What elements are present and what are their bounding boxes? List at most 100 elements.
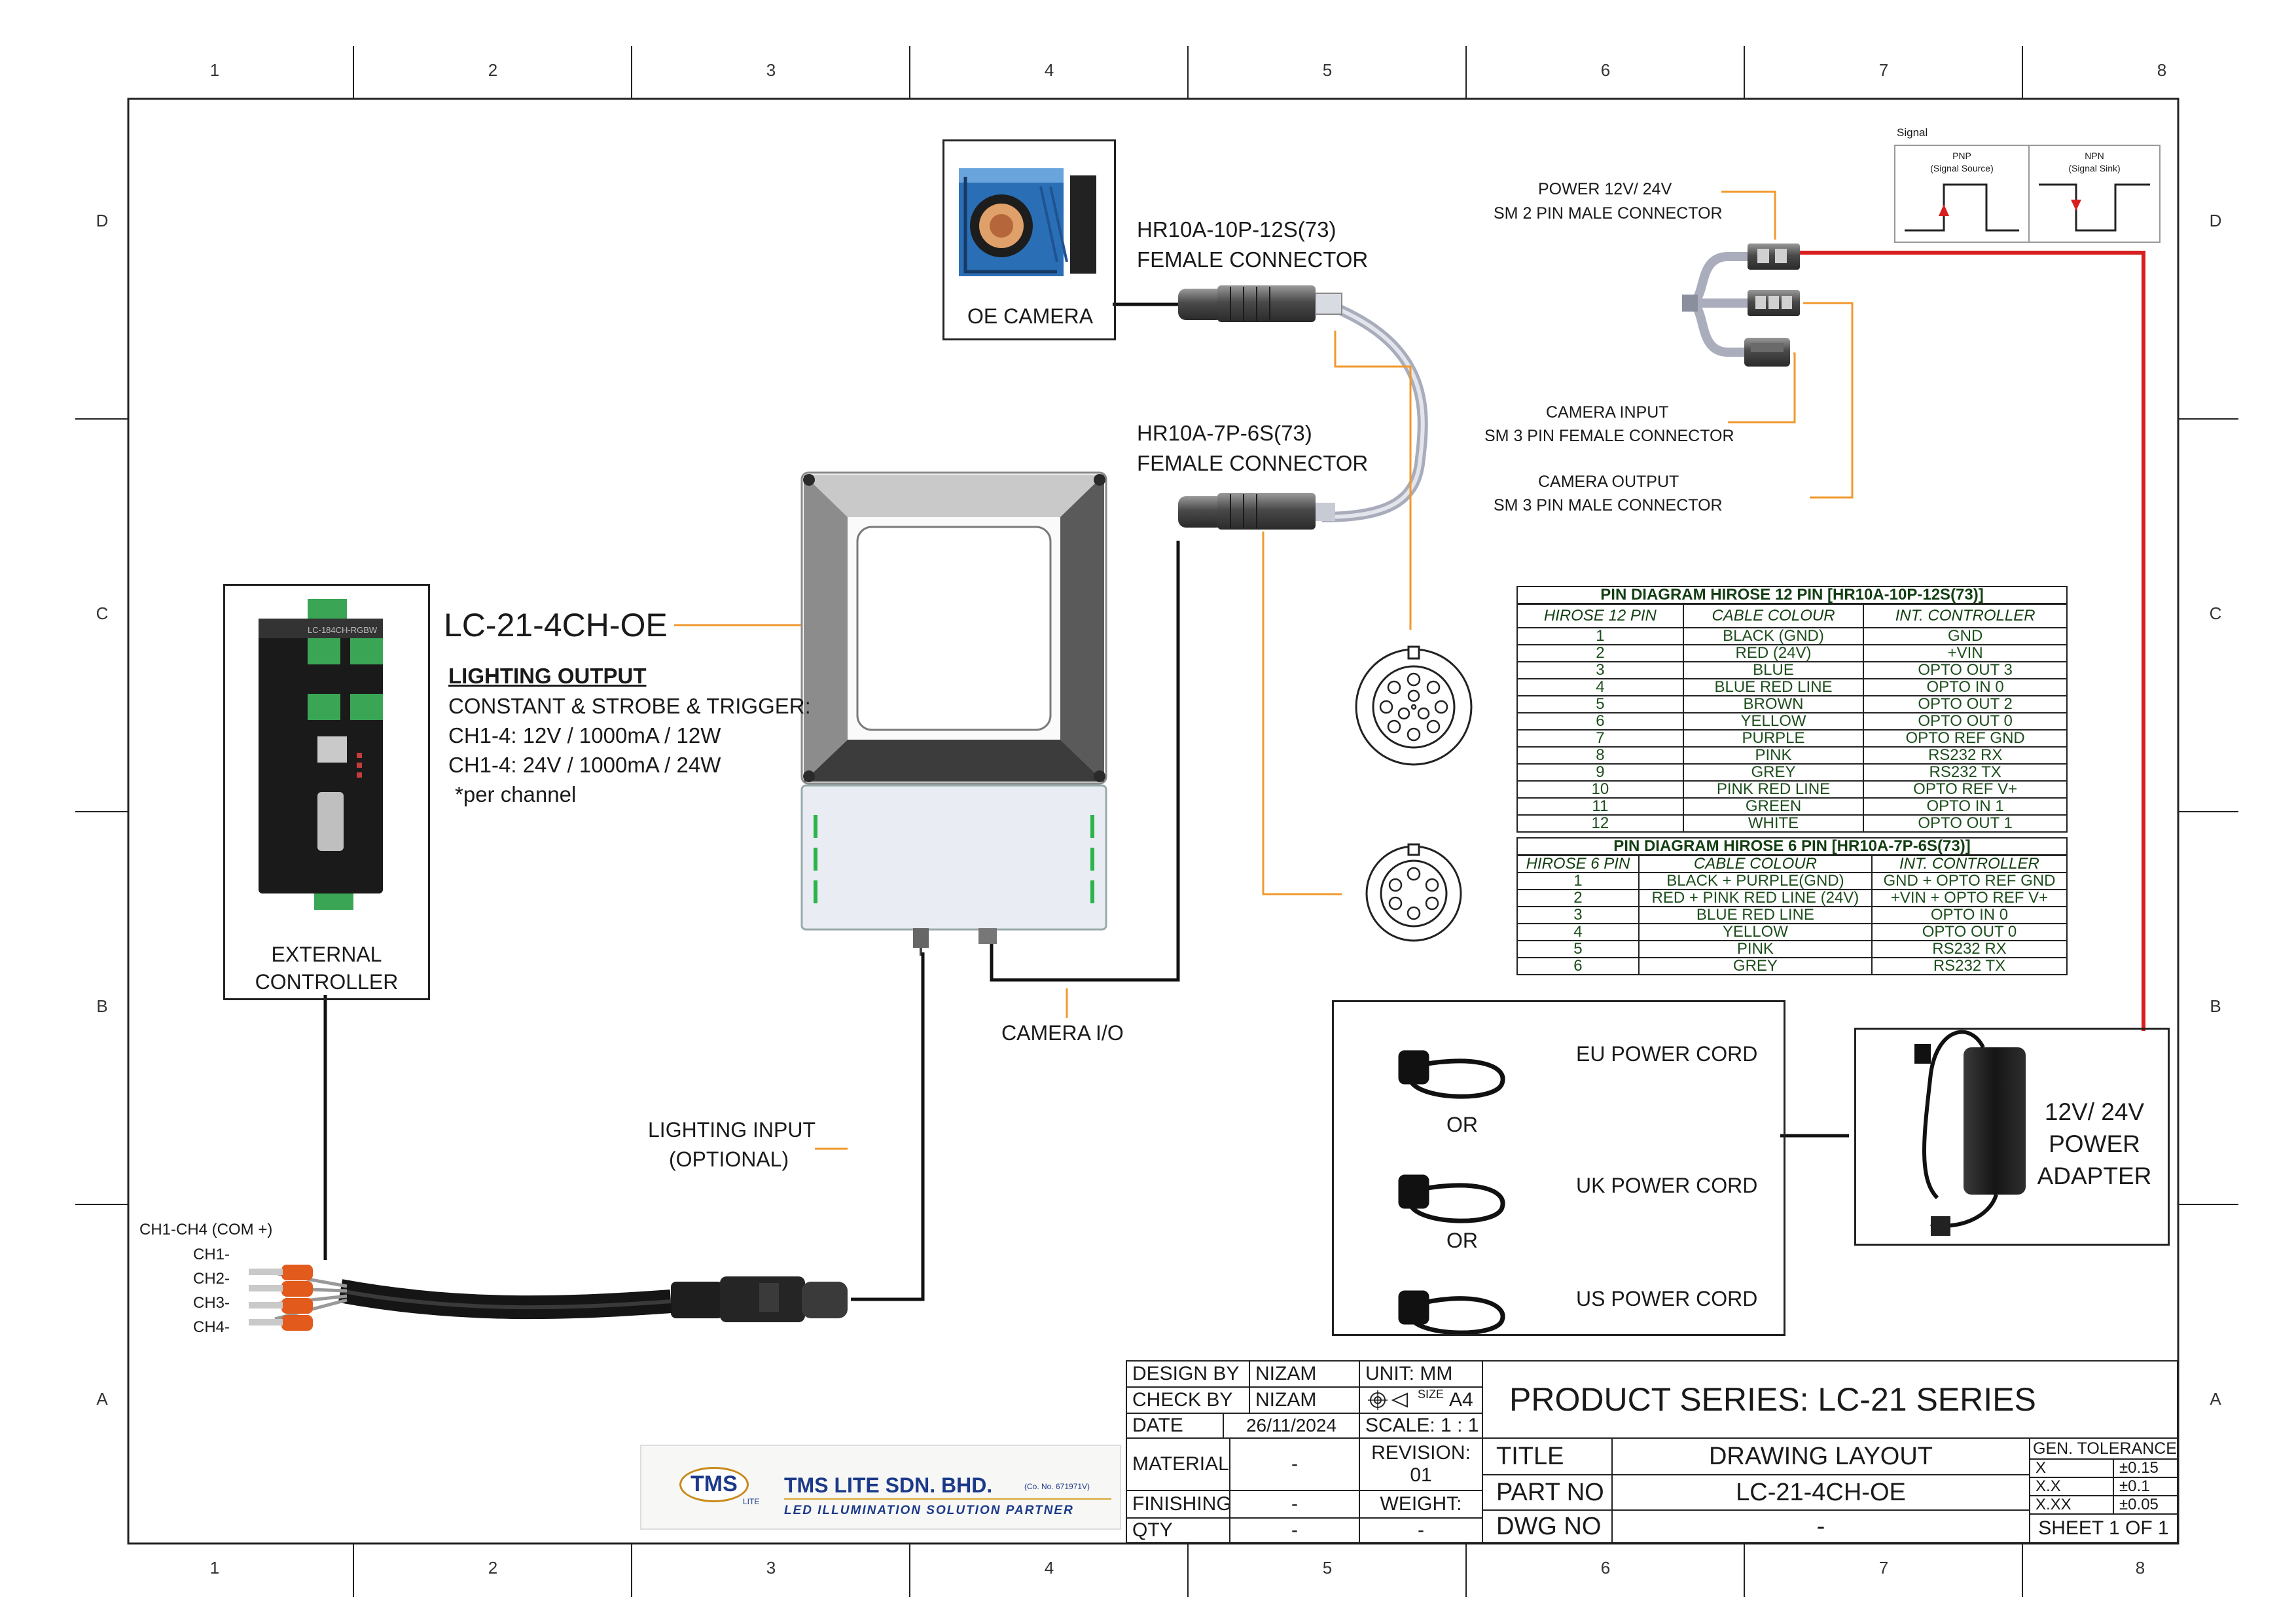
tolerance-x-label: X (2029, 1458, 2114, 1478)
zone-col-5-bottom: 5 (1322, 1558, 1333, 1578)
signal-npn-label: NPN (2085, 151, 2104, 161)
pin12-header-pin: HIROSE 12 PIN (1516, 603, 1684, 628)
pin12-controller-cell: OPTO OUT 3 (1863, 661, 2068, 679)
finishing-value: - (1229, 1490, 1360, 1519)
pin6-colour-cell: YELLOW (1638, 923, 1873, 941)
channel-1-label: CH1- (193, 1246, 230, 1263)
pin12-colour-cell: WHITE (1682, 814, 1865, 833)
zone-col-4: 4 (1044, 60, 1054, 80)
material-value: - (1229, 1437, 1360, 1491)
revision-value: 01 (1410, 1464, 1432, 1486)
pin6-colour-cell: BLUE RED LINE (1638, 906, 1873, 924)
tolerance-xx-value: ±0.1 (2113, 1477, 2178, 1496)
material-label: MATERIAL (1126, 1437, 1230, 1491)
pin12-controller-cell: OPTO REF V+ (1863, 780, 2068, 799)
zone-row-b: B (96, 996, 108, 1016)
zone-col-7-bottom: 7 (1878, 1558, 1889, 1578)
check-by-label: CHECK BY (1126, 1386, 1250, 1414)
pin12-controller-cell: OPTO IN 0 (1863, 678, 2068, 696)
pin6-colour-cell: GREY (1638, 957, 1873, 975)
controller-label-line-1: EXTERNAL (271, 943, 382, 966)
pin6-header-pin: HIROSE 6 PIN (1516, 854, 1640, 873)
pin12-colour-cell: BROWN (1682, 695, 1865, 713)
camera-output-label: CAMERA OUTPUT (1538, 473, 1679, 491)
zone-row-d: D (96, 211, 109, 230)
scale-value: SCALE: 1 : 1 (1359, 1413, 1483, 1439)
weight-value: - (1359, 1517, 1483, 1543)
zone-col-5: 5 (1322, 60, 1333, 80)
pin12-pin-cell: 12 (1516, 814, 1684, 833)
pin12-colour-cell: BLUE (1682, 661, 1865, 679)
pin12-header-colour: CABLE COLOUR (1682, 603, 1865, 628)
product-series: PRODUCT SERIES: LC-21 SERIES (1482, 1360, 2178, 1439)
pin12-controller-cell: +VIN (1863, 644, 2068, 662)
pin12-controller-cell: OPTO OUT 2 (1863, 695, 2068, 713)
connector-6pin-part: HR10A-7P-6S(73) (1137, 421, 1312, 445)
lighting-input-label: LIGHTING INPUT (648, 1118, 816, 1142)
camera-input-label: CAMERA INPUT (1546, 403, 1669, 422)
signal-npn-sub: (Signal Sink) (2068, 163, 2121, 173)
zone-row-c: C (96, 604, 109, 623)
pin6-pin-cell: 5 (1516, 940, 1640, 958)
channel-com-label: CH1-CH4 (COM +) (139, 1221, 273, 1238)
signal-pnp-sub: (Signal Source) (1930, 163, 1994, 173)
pin12-colour-cell: YELLOW (1682, 712, 1865, 731)
connector-6pin-type: FEMALE CONNECTOR (1137, 451, 1369, 475)
tolerance-x-value: ±0.15 (2113, 1458, 2178, 1478)
pin6-colour-cell: BLACK + PURPLE(GND) (1638, 872, 1873, 890)
tolerance-xxx-value: ±0.05 (2113, 1495, 2178, 1515)
company-name: TMS LITE SDN. BHD. (784, 1473, 993, 1497)
pin12-pin-cell: 5 (1516, 695, 1684, 713)
pin12-controller-cell: OPTO REF GND (1863, 729, 2068, 748)
power-adapter-box (1854, 1028, 2170, 1246)
pin6-controller-cell: +VIN + OPTO REF V+ (1871, 889, 2068, 907)
part-no-value: LC-21-4CH-OE (1611, 1474, 2030, 1511)
eu-power-cord-label: EU POWER CORD (1576, 1042, 1758, 1066)
design-by-value: NIZAM (1249, 1360, 1360, 1388)
camera-output-connector: SM 3 PIN MALE CONNECTOR (1494, 496, 1723, 514)
zone-row-b-right: B (2210, 996, 2221, 1016)
lighting-output-line-1: CONSTANT & STROBE & TRIGGER: (448, 694, 811, 718)
hirose-6pin-connector (990, 493, 1335, 982)
adapter-label-line-2: POWER (2049, 1130, 2140, 1157)
zone-col-4-bottom: 4 (1044, 1558, 1054, 1578)
title-label: TITLE (1482, 1437, 1613, 1475)
zone-col-1: 1 (209, 60, 220, 80)
zone-row-d-right: D (2209, 211, 2222, 230)
company-reg: (Co. No. 671971V) (1024, 1482, 1090, 1491)
pin6-table: PIN DIAGRAM HIROSE 6 PIN [HR10A-7P-6S(73… (1516, 837, 2068, 975)
zone-col-1-bottom: 1 (209, 1558, 220, 1578)
revision-label: REVISION: (1371, 1442, 1471, 1464)
pin12-pin-cell: 10 (1516, 780, 1684, 799)
part-no-label: PART NO (1482, 1474, 1613, 1511)
pin12-colour-cell: PURPLE (1682, 729, 1865, 748)
pin12-pin-cell: 7 (1516, 729, 1684, 748)
zone-row-a: A (96, 1389, 108, 1409)
size-value: A4 (1449, 1389, 1473, 1411)
date-label: DATE (1126, 1413, 1224, 1439)
or-label-1: OR (1446, 1113, 1478, 1136)
company-logo-sub: LITE (743, 1497, 760, 1506)
controller-device-label: LC-184CH-RGBW (308, 625, 378, 635)
leader-lines (674, 190, 1854, 1150)
lighting-output-line-2: CH1-4: 12V / 1000mA / 12W (448, 723, 721, 748)
channel-2-label: CH2- (193, 1270, 230, 1288)
zone-row-a-right: A (2210, 1389, 2221, 1409)
hirose-6pin-face (1365, 843, 1462, 942)
pin6-header-controller: INT. CONTROLLER (1871, 854, 2068, 873)
pin12-pin-cell: 11 (1516, 797, 1684, 816)
light-model: LC-21-4CH-OE (444, 607, 668, 643)
power-adapter-image (1914, 1030, 2026, 1236)
signal-pnp-label: PNP (1952, 151, 1971, 161)
signal-waveforms (1894, 145, 2161, 243)
pin6-controller-cell: RS232 RX (1871, 940, 2068, 958)
